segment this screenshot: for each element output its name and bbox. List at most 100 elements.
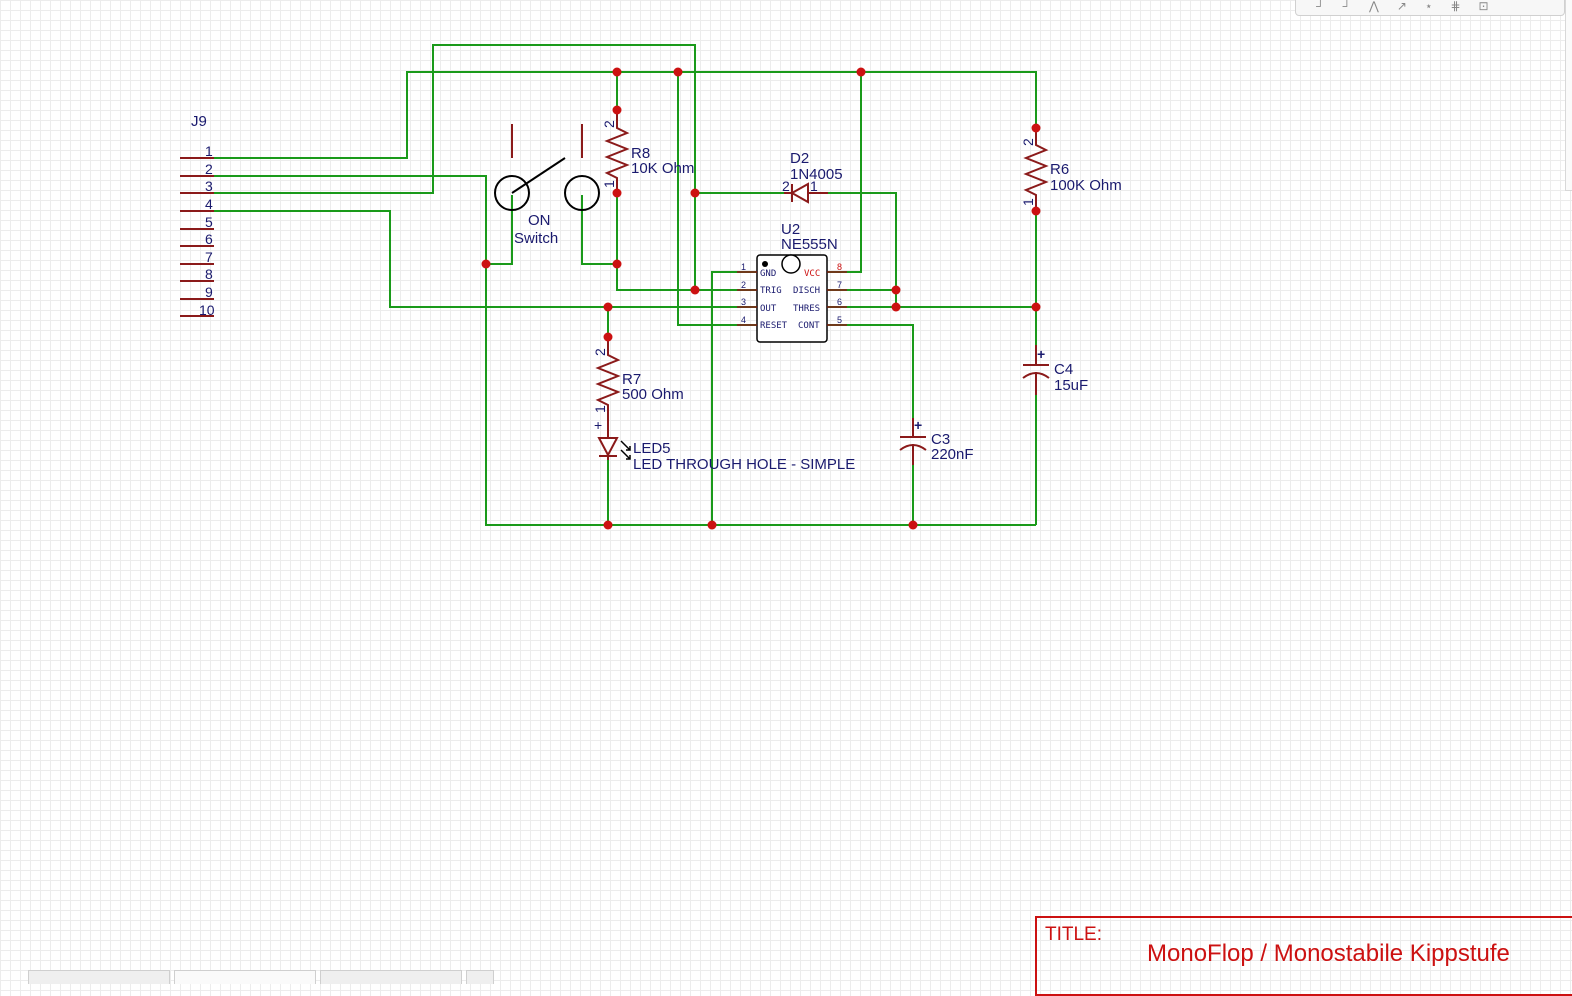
net-tool-icon[interactable]: ⋀	[1369, 0, 1379, 13]
r8-pin1: 1	[601, 180, 617, 188]
led-light-arrows-icon	[620, 440, 631, 460]
junction[interactable]	[603, 520, 613, 530]
u2-pin-reset: RESET	[760, 321, 788, 331]
sheet-tab-1[interactable]	[28, 970, 170, 984]
r8-pin2: 2	[601, 120, 617, 128]
c4-plus: +	[1037, 346, 1045, 362]
wire-tool-icon[interactable]: ┘	[1316, 0, 1325, 13]
junction[interactable]	[891, 302, 901, 312]
u2-pin-6-num: 6	[837, 297, 842, 307]
ic-u2[interactable]: U2 NE555N 1 GND 2 TRIG 3 OUT 4 RESET 8 V…	[737, 221, 847, 343]
junction[interactable]	[603, 302, 613, 312]
c4-value: 15uF	[1054, 377, 1088, 394]
r6-pin1: 1	[1020, 198, 1036, 206]
j9-pin-4: 4	[205, 196, 213, 212]
u2-pin-7-num: 7	[837, 280, 842, 290]
wire-j9-pin1[interactable]	[214, 71, 1037, 159]
u2-pin-1-num: 1	[741, 262, 746, 272]
junction[interactable]	[690, 188, 700, 198]
c3-plus: +	[914, 417, 922, 433]
wire-reset[interactable]	[677, 72, 757, 326]
add-sheet-button[interactable]	[466, 970, 494, 984]
r7-pin1: 1	[592, 405, 608, 413]
r7-value: 500 Ohm	[622, 386, 684, 403]
u2-pin-5-num: 5	[837, 315, 842, 325]
j9-pin-10: 10	[199, 302, 215, 318]
junction[interactable]	[891, 285, 901, 295]
resistor-r7[interactable]: 2 1 + R7 500 Ohm	[592, 337, 684, 433]
j9-pin-5: 5	[205, 214, 213, 230]
u2-pin-2-num: 2	[741, 280, 746, 290]
junction[interactable]	[612, 188, 622, 198]
resistor-r8[interactable]: 2 1 R8 10K Ohm	[601, 110, 694, 193]
j9-pin-9: 9	[205, 284, 213, 300]
wire-diode-right[interactable]	[828, 192, 897, 307]
netflag-tool-icon[interactable]: ⋆	[1424, 0, 1433, 13]
j9-pin-8: 8	[205, 266, 213, 282]
sheet-tab-3[interactable]	[320, 970, 462, 984]
junction[interactable]	[481, 259, 491, 269]
u2-pin-cont: CONT	[798, 321, 820, 331]
wire-gnd[interactable]	[711, 271, 757, 525]
junction[interactable]	[612, 259, 622, 269]
u2-pin-vcc: VCC	[804, 269, 820, 279]
title-value[interactable]: MonoFlop / Monostabile Kippstufe	[1147, 940, 1510, 967]
junction[interactable]	[707, 520, 717, 530]
d2-ref: D2	[790, 150, 809, 167]
sheet-tab-2[interactable]	[174, 970, 316, 984]
switch-component[interactable]: ON Switch	[494, 124, 600, 247]
title-label: TITLE:	[1045, 924, 1103, 945]
c3-ref: C3	[931, 431, 950, 448]
r6-value: 100K Ohm	[1050, 177, 1122, 194]
r6-pin2: 2	[1020, 138, 1036, 146]
switch-value: Switch	[514, 230, 558, 247]
wire-out[interactable]	[607, 306, 757, 337]
u2-ref: U2	[781, 221, 800, 238]
u2-pin-gnd: GND	[760, 269, 776, 279]
led5-ref: LED5	[633, 440, 671, 457]
bus-tool-icon[interactable]: ┘	[1342, 0, 1352, 13]
wire-r8-bottom[interactable]	[616, 193, 757, 291]
junction[interactable]	[603, 332, 613, 342]
r7-ref: R7	[622, 371, 641, 388]
r7-pin2: 2	[592, 348, 608, 356]
junction[interactable]	[1031, 302, 1041, 312]
arrow-tool-icon[interactable]: ↗	[1396, 0, 1407, 13]
junction[interactable]	[908, 520, 918, 530]
drawing-toolbar: ┘ ┘ ⋀ ↗ ⋆ ⋕ ⊡	[1295, 0, 1565, 16]
led-led5[interactable]: LED5 LED THROUGH HOLE - SIMPLE	[597, 430, 855, 473]
junction[interactable]	[612, 105, 622, 115]
bus-entry-tool-icon[interactable]: ⊡	[1478, 0, 1489, 13]
u2-pin1-dot	[762, 261, 768, 267]
connector-j9[interactable]: J9 1 2 3 4 5 6 7 8 9 10	[180, 113, 215, 318]
wire-j9-pin4[interactable]	[214, 210, 1036, 308]
capacitor-c4[interactable]: + C4 15uF	[1022, 345, 1088, 395]
d2-value: 1N4005	[790, 166, 843, 183]
j9-pin-3: 3	[205, 178, 213, 194]
vertical-scrollbar[interactable]	[1565, 0, 1572, 191]
junctions	[481, 67, 1041, 530]
wire-j9-pin3[interactable]	[214, 44, 696, 290]
junction[interactable]	[1031, 123, 1041, 133]
junction[interactable]	[612, 67, 622, 77]
wire-cont[interactable]	[827, 324, 914, 418]
junction[interactable]	[673, 67, 683, 77]
j9-pin-2: 2	[205, 161, 213, 177]
c4-ref: C4	[1054, 361, 1073, 378]
junction[interactable]	[1031, 206, 1041, 216]
u2-pin-trig: TRIG	[760, 286, 782, 296]
netlabel-tool-icon[interactable]: ⋕	[1450, 0, 1461, 13]
junction[interactable]	[856, 67, 866, 77]
capacitor-c3[interactable]: + C3 220nF	[899, 417, 974, 465]
wire-j9-pin2[interactable]	[214, 175, 1036, 526]
wire-switch-left[interactable]	[486, 195, 513, 265]
r7-plus: +	[594, 417, 602, 433]
junction[interactable]	[690, 285, 700, 295]
diode-d2[interactable]: D2 1N4005 2 1	[782, 150, 843, 204]
wire-switch-right[interactable]	[581, 195, 617, 265]
r8-value: 10K Ohm	[631, 160, 694, 177]
u2-pin-3-num: 3	[741, 297, 746, 307]
u2-notch	[781, 254, 801, 274]
resistor-r6[interactable]: 2 1 R6 100K Ohm	[1020, 128, 1122, 211]
